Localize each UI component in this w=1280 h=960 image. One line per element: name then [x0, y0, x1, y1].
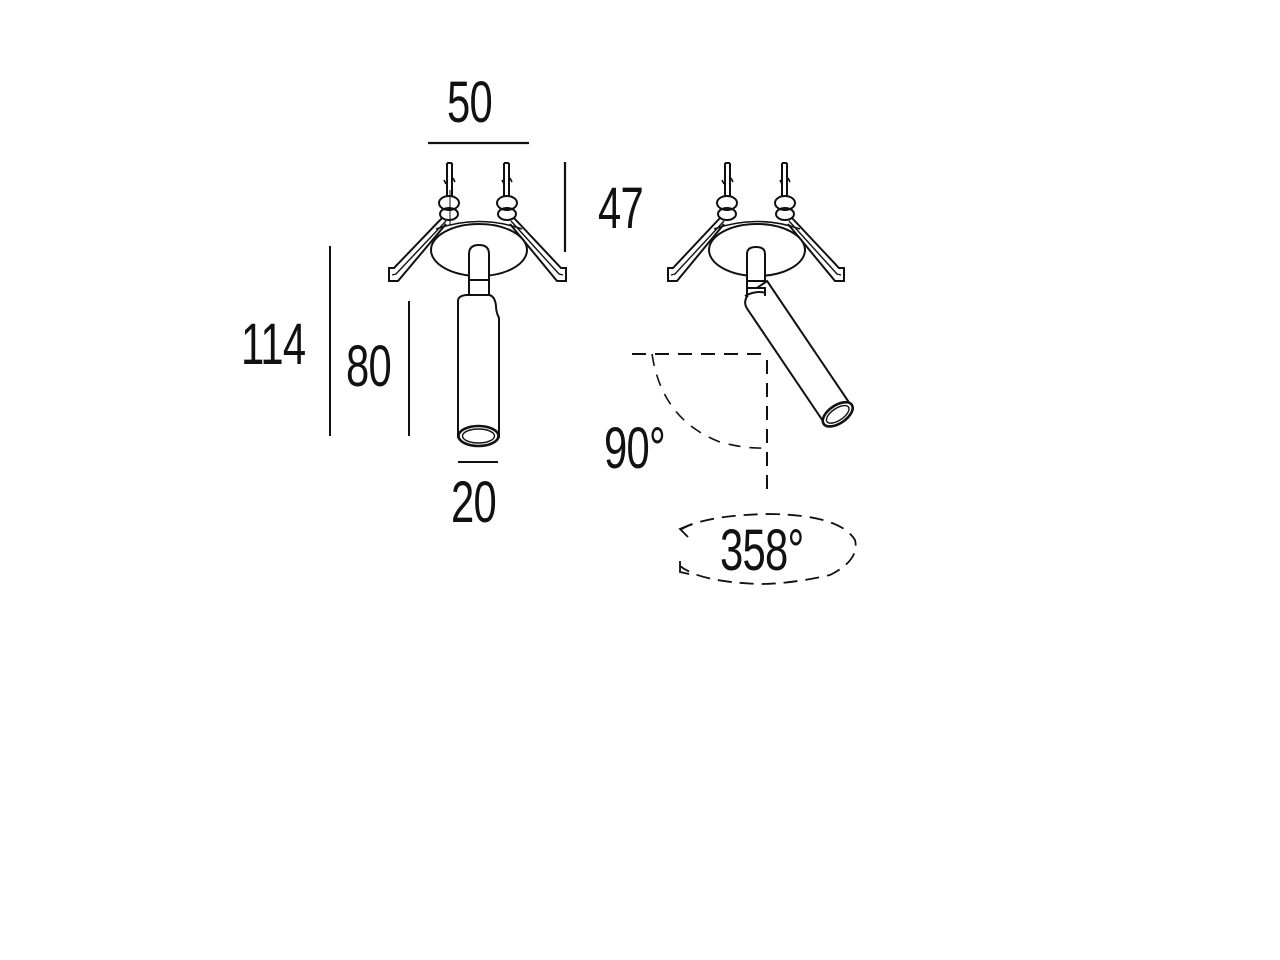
stem	[746, 245, 766, 296]
front-view-straight	[329, 141, 567, 463]
spring-clip-left	[667, 162, 738, 282]
tilted-view	[632, 162, 857, 585]
tilt-angle-label: 90°	[604, 416, 666, 481]
tilt-angle-indicator	[632, 353, 768, 490]
rotation-angle-label: 358°	[720, 518, 804, 583]
stem	[468, 243, 490, 296]
spring-clip-right	[774, 162, 845, 282]
spring-clip-right	[496, 162, 567, 282]
arrow-head-icon	[679, 561, 690, 575]
dimension-diameter-label: 20	[451, 470, 497, 535]
dimension-clip-height-label: 47	[598, 176, 644, 241]
dimension-width-label: 50	[447, 70, 493, 135]
arrow-head-icon	[678, 523, 693, 538]
lamp-tube	[457, 294, 500, 438]
rotation-indicator	[678, 513, 857, 585]
spring-clip-left	[388, 162, 460, 282]
dimension-body-height-label: 80	[346, 334, 392, 399]
lamp-tube-opening	[821, 400, 855, 428]
dimension-total-height-label: 114	[241, 312, 306, 377]
lamp-tube	[744, 279, 855, 428]
